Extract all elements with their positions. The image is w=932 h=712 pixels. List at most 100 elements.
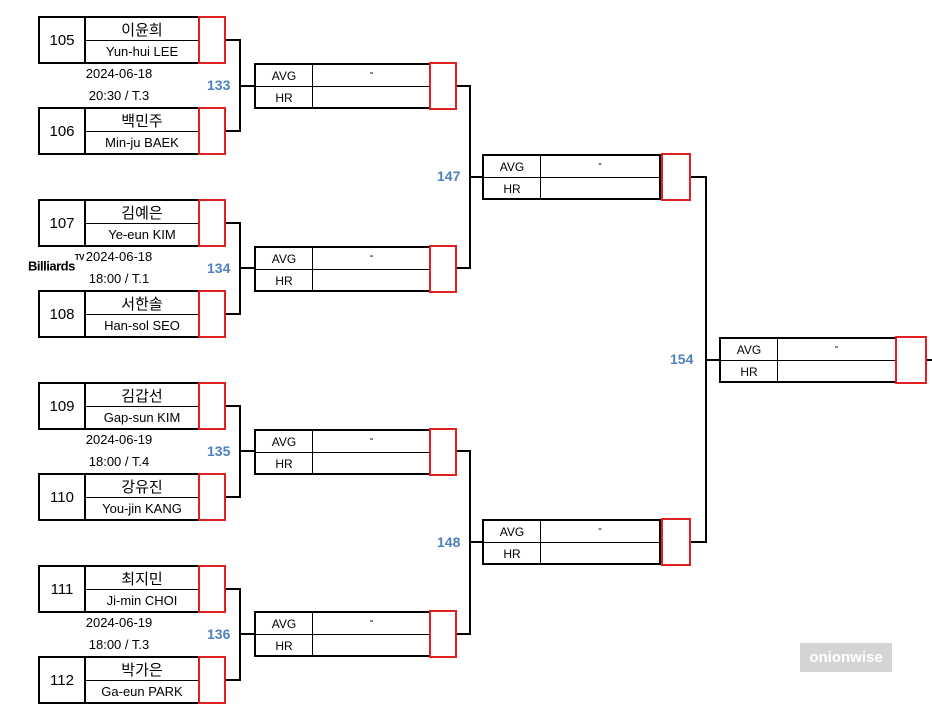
result-divider [312,613,313,655]
player-card[interactable]: 111 최지민 Ji-min CHOI [38,565,200,613]
avg-label: AVG [256,65,312,87]
avg-value: - [313,248,430,270]
match-number: 147 [437,168,461,184]
match-number: 135 [207,443,231,459]
player-name-en: Han-sol SEO [104,318,180,333]
player-seed: 105 [40,18,86,62]
match-date: 2024-06-18 [85,66,153,81]
result-box-147[interactable]: AVG HR - [482,154,661,200]
player-seed: 108 [40,292,86,336]
result-box-135[interactable]: AVG HR - [254,429,432,475]
player-name-en: Gap-sun KIM [103,410,181,425]
hr-value [541,178,659,199]
result-score-box [429,245,457,293]
player-card[interactable]: 110 강유진 You-jin KANG [38,473,200,521]
result-divider [312,431,313,473]
player-seed: 112 [40,658,86,702]
player-name-en: Min-ju BAEK [105,135,179,150]
player-name-ko: 최지민 [86,567,198,590]
result-divider [540,156,541,198]
hr-value [313,635,430,656]
player-score-box [198,382,226,430]
hr-label: HR [275,90,293,105]
player-score-box [198,473,226,521]
player-name-ko: 강유진 [86,475,198,498]
match-number: 148 [437,534,461,550]
match-time: 18:00 / T.4 [88,454,150,469]
player-name-en: You-jin KANG [102,501,182,516]
player-score-box [198,565,226,613]
result-score-box [661,153,691,201]
hr-value [778,361,895,382]
match-number: 136 [207,626,231,642]
player-name-ko: 백민주 [86,109,198,132]
avg-value: - [541,156,659,178]
player-card[interactable]: 106 백민주 Min-ju BAEK [38,107,200,155]
avg-value: - [313,65,430,87]
avg-label: AVG [256,613,312,635]
player-name-en: Ji-min CHOI [106,593,178,608]
hr-label: HR [503,546,521,561]
avg-label: AVG [721,339,777,361]
player-seed: 109 [40,384,86,428]
match-number: 154 [670,351,694,367]
player-card[interactable]: 108 서한솔 Han-sol SEO [38,290,200,338]
result-divider [777,339,778,381]
player-name-en: Ye-eun KIM [108,227,176,242]
match-date: 2024-06-19 [85,432,153,447]
player-score-box [198,16,226,64]
player-name-en: Ga-eun PARK [101,684,183,699]
hr-label: HR [275,638,293,653]
result-score-box [661,518,691,566]
hr-value [541,543,659,564]
result-divider [540,521,541,563]
result-score-box [429,428,457,476]
avg-label: AVG [484,156,540,178]
player-seed: 111 [40,567,86,611]
result-score-box [429,62,457,110]
hr-label: HR [275,273,293,288]
match-date: 2024-06-18 [85,249,153,264]
billiards-tv-logo: BilliardsTV [28,253,85,274]
hr-value [313,270,430,291]
match-time: 18:00 / T.3 [88,637,150,652]
result-box-133[interactable]: AVG HR - [254,63,432,109]
player-seed: 106 [40,109,86,153]
hr-label: HR [503,181,521,196]
player-card[interactable]: 112 박가은 Ga-eun PARK [38,656,200,704]
match-number: 133 [207,77,231,93]
result-score-box [429,610,457,658]
result-box-148[interactable]: AVG HR - [482,519,661,565]
result-box-154[interactable]: AVG HR - [719,337,897,383]
player-name-ko: 서한솔 [86,292,198,315]
avg-value: - [313,431,430,453]
player-card[interactable]: 105 이윤희 Yun-hui LEE [38,16,200,64]
player-score-box [198,290,226,338]
player-name-ko: 이윤희 [86,18,198,41]
avg-label: AVG [484,521,540,543]
result-score-box [895,336,927,384]
player-score-box [198,656,226,704]
avg-value: - [778,339,895,361]
match-time: 18:00 / T.1 [88,271,150,286]
result-box-136[interactable]: AVG HR - [254,611,432,657]
match-date: 2024-06-19 [85,615,153,630]
avg-value: - [541,521,659,543]
hr-value [313,453,430,474]
avg-label: AVG [256,248,312,270]
player-name-ko: 김예은 [86,201,198,224]
avg-label: AVG [256,431,312,453]
player-score-box [198,199,226,247]
logo-text: Billiards [28,258,75,274]
onionwise-watermark: onionwise [800,643,892,672]
result-divider [312,65,313,107]
player-name-en: Yun-hui LEE [105,44,179,59]
hr-value [313,87,430,108]
player-seed: 107 [40,201,86,245]
player-card[interactable]: 109 김갑선 Gap-sun KIM [38,382,200,430]
result-box-134[interactable]: AVG HR - [254,246,432,292]
player-seed: 110 [40,475,86,519]
match-number: 134 [207,260,231,276]
match-time: 20:30 / T.3 [88,88,150,103]
player-card[interactable]: 107 김예은 Ye-eun KIM [38,199,200,247]
